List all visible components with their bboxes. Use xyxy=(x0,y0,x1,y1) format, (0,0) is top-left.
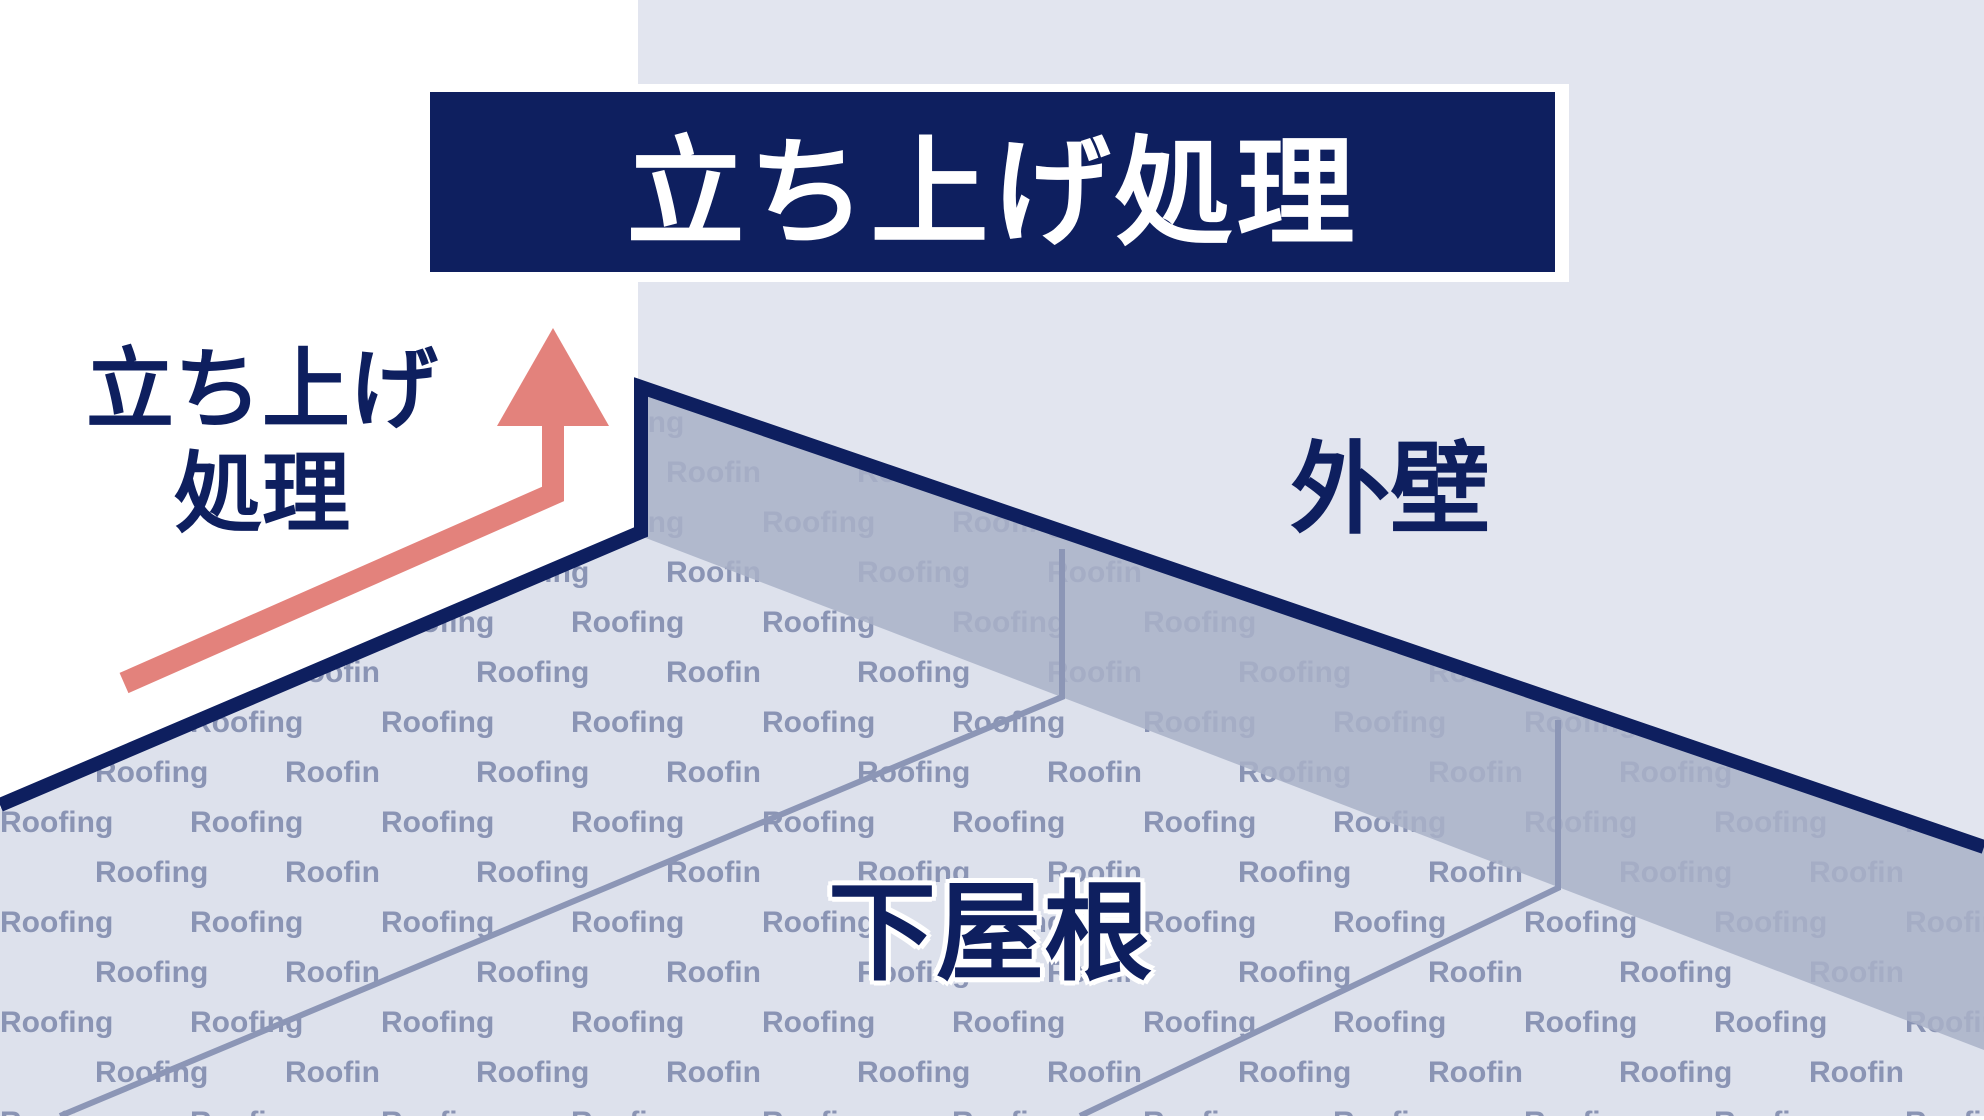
sheet-line-2 xyxy=(1078,720,1561,1119)
roofing-sheet-lines xyxy=(58,549,1561,1119)
upturn-label: 立ち上げ 処理 xyxy=(62,338,462,546)
upturn-arrow-icon xyxy=(119,328,609,694)
lower-roof-label: 下屋根 xyxy=(828,871,1153,996)
title-banner-inner: 立ち上げ処理 xyxy=(430,92,1555,272)
upturn-label-line1: 立ち上げ xyxy=(85,338,438,441)
page-title: 立ち上げ処理 xyxy=(626,123,1359,262)
roof-outline xyxy=(0,377,1984,854)
title-banner: 立ち上げ処理 xyxy=(423,84,1569,282)
roofing-upturn-band xyxy=(638,384,1984,1050)
exterior-wall-label: 外壁 xyxy=(1290,431,1490,548)
upturn-label-line2: 処理 xyxy=(173,442,350,545)
sheet-line-1 xyxy=(58,549,1065,1119)
